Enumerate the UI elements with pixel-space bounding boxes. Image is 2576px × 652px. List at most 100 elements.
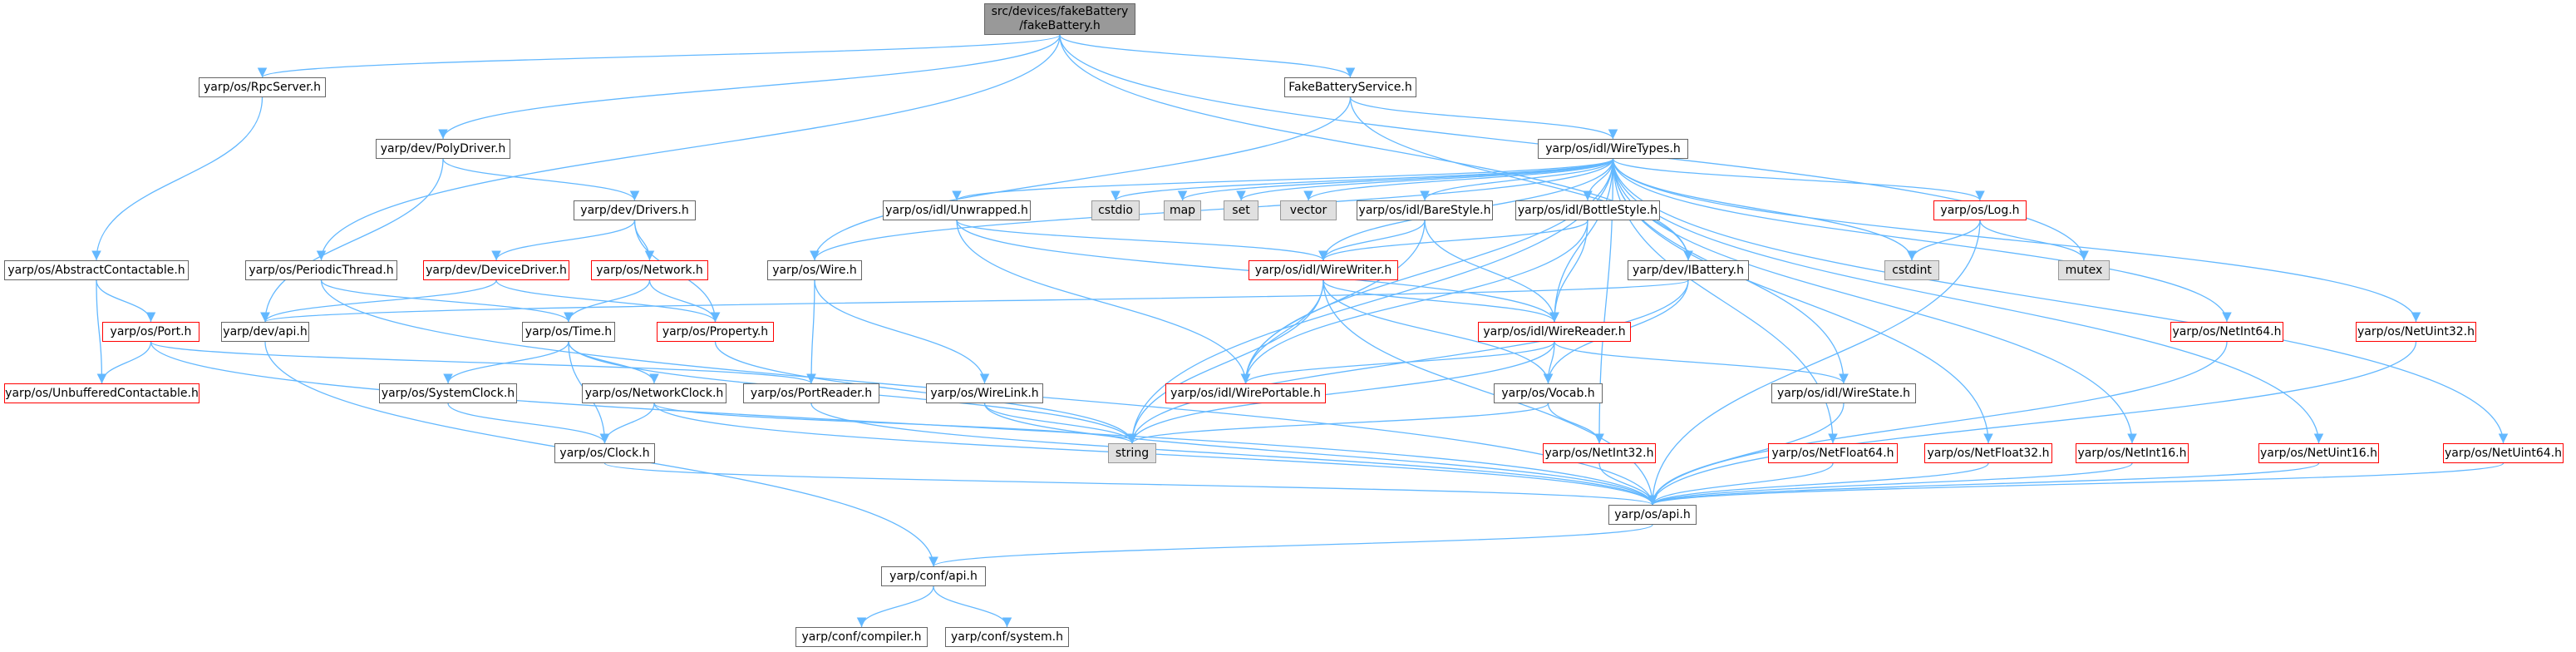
node-label: yarp/conf/api.h bbox=[889, 569, 978, 583]
edge-wiretypes-to-set bbox=[1236, 158, 1614, 201]
node-string: string bbox=[1108, 443, 1156, 463]
node-network[interactable]: yarp/os/Network.h bbox=[591, 260, 708, 280]
node-label: vector bbox=[1289, 203, 1327, 217]
edge-wirelink-to-string bbox=[983, 403, 1137, 444]
edge-wirestate-to-osapi bbox=[1648, 403, 1845, 506]
node-unwrapped[interactable]: yarp/os/idl/Unwrapped.h bbox=[883, 200, 1031, 220]
node-periodic[interactable]: yarp/os/PeriodicThread.h bbox=[245, 260, 397, 280]
node-label: yarp/os/PortReader.h bbox=[750, 386, 873, 400]
node-label: yarp/os/Vocab.h bbox=[1501, 386, 1595, 400]
node-label: yarp/os/Clock.h bbox=[559, 446, 650, 460]
node-vector: vector bbox=[1280, 200, 1337, 220]
node-clock[interactable]: yarp/os/Clock.h bbox=[554, 443, 655, 463]
node-mutex: mutex bbox=[2058, 260, 2110, 280]
node-wirereader[interactable]: yarp/os/idl/WireReader.h bbox=[1478, 322, 1631, 342]
node-label: yarp/os/PeriodicThread.h bbox=[249, 263, 394, 277]
edge-wiretypes-to-cstdio bbox=[1111, 158, 1614, 201]
node-label: yarp/conf/system.h bbox=[951, 630, 1063, 644]
edge-wirewriter-to-osapi bbox=[1322, 279, 1657, 506]
node-label: yarp/dev/DeviceDriver.h bbox=[426, 263, 567, 277]
node-log[interactable]: yarp/os/Log.h bbox=[1933, 200, 2027, 220]
edge-barestyle-to-wireportable bbox=[1240, 220, 1426, 384]
edge-osapi-to-confapi bbox=[928, 524, 1653, 567]
node-netint64[interactable]: yarp/os/NetInt64.h bbox=[2170, 322, 2283, 342]
edge-devicedriver-to-devapi bbox=[260, 279, 497, 323]
node-devicedriver[interactable]: yarp/dev/DeviceDriver.h bbox=[423, 260, 569, 280]
edge-wiretypes-to-netuint64 bbox=[1612, 158, 2509, 444]
node-confapi[interactable]: yarp/conf/api.h bbox=[881, 566, 986, 586]
node-abscontact[interactable]: yarp/os/AbstractContactable.h bbox=[4, 260, 189, 280]
edge-systemclock-to-clock bbox=[447, 403, 610, 444]
node-port[interactable]: yarp/os/Port.h bbox=[102, 322, 199, 342]
node-unbuffered[interactable]: yarp/os/UnbufferedContactable.h bbox=[4, 383, 199, 403]
node-wire[interactable]: yarp/os/Wire.h bbox=[767, 260, 862, 280]
node-label: yarp/os/Log.h bbox=[1940, 203, 2020, 217]
node-fbservice[interactable]: FakeBatteryService.h bbox=[1284, 77, 1416, 97]
node-polydriver[interactable]: yarp/dev/PolyDriver.h bbox=[376, 139, 510, 159]
edge-rpcserver-to-abscontact bbox=[91, 96, 264, 261]
node-label: src/devices/fakeBattery bbox=[991, 5, 1129, 18]
node-netfloat64[interactable]: yarp/os/NetFloat64.h bbox=[1768, 443, 1898, 463]
node-drivers[interactable]: yarp/dev/Drivers.h bbox=[574, 200, 696, 220]
node-compiler[interactable]: yarp/conf/compiler.h bbox=[795, 627, 928, 647]
node-portreader[interactable]: yarp/os/PortReader.h bbox=[743, 383, 879, 403]
node-label: yarp/os/AbstractContactable.h bbox=[7, 263, 185, 277]
node-wirelink[interactable]: yarp/os/WireLink.h bbox=[926, 383, 1043, 403]
edge-netuint32-to-osapi bbox=[1648, 341, 2417, 506]
edge-fbservice-to-wiretypes bbox=[1349, 96, 1618, 140]
node-label: yarp/os/idl/BareStyle.h bbox=[1358, 203, 1491, 217]
edge-wirewriter-to-vocab bbox=[1322, 279, 1554, 384]
node-root: src/devices/fakeBattery/fakeBattery.h bbox=[984, 3, 1135, 35]
edge-netint16-to-osapi bbox=[1648, 462, 2133, 506]
node-wirewriter[interactable]: yarp/os/idl/WireWriter.h bbox=[1249, 260, 1398, 280]
node-wirestate[interactable]: yarp/os/idl/WireState.h bbox=[1771, 383, 1916, 403]
node-netfloat32[interactable]: yarp/os/NetFloat32.h bbox=[1924, 443, 2052, 463]
edge-netuint64-to-osapi bbox=[1648, 462, 2505, 506]
node-cstdio: cstdio bbox=[1091, 200, 1140, 220]
edge-wiretypes-to-wirereader bbox=[1549, 158, 1614, 323]
node-label: yarp/os/WireLink.h bbox=[930, 386, 1039, 400]
node-wiretypes[interactable]: yarp/os/idl/WireTypes.h bbox=[1538, 139, 1688, 159]
node-label: string bbox=[1115, 446, 1150, 460]
node-label: yarp/os/UnbufferedContactable.h bbox=[5, 386, 199, 400]
node-rpcserver[interactable]: yarp/os/RpcServer.h bbox=[199, 77, 326, 97]
node-label: yarp/conf/compiler.h bbox=[801, 630, 922, 644]
node-networkclock[interactable]: yarp/os/NetworkClock.h bbox=[582, 383, 727, 403]
node-label: yarp/dev/IBattery.h bbox=[1633, 263, 1744, 277]
node-label: yarp/os/Property.h bbox=[662, 324, 769, 338]
node-vocab[interactable]: yarp/os/Vocab.h bbox=[1494, 383, 1603, 403]
edge-vocab-to-netint32 bbox=[1547, 403, 1604, 444]
edge-periodic-to-time bbox=[320, 279, 574, 323]
node-systemclock[interactable]: yarp/os/SystemClock.h bbox=[379, 383, 517, 403]
node-netint32[interactable]: yarp/os/NetInt32.h bbox=[1543, 443, 1656, 463]
node-netuint64[interactable]: yarp/os/NetUint64.h bbox=[2443, 443, 2564, 463]
node-barestyle[interactable]: yarp/os/idl/BareStyle.h bbox=[1357, 200, 1493, 220]
edge-network-to-property bbox=[648, 279, 721, 323]
edge-wirereader-to-wirestate bbox=[1554, 341, 1849, 384]
node-label: yarp/os/api.h bbox=[1614, 507, 1691, 521]
node-label: yarp/os/idl/WireState.h bbox=[1776, 386, 1911, 400]
edge-confapi-to-compiler bbox=[856, 585, 934, 628]
node-netuint32[interactable]: yarp/os/NetUint32.h bbox=[2356, 322, 2476, 342]
node-time[interactable]: yarp/os/Time.h bbox=[522, 322, 615, 342]
node-netint16[interactable]: yarp/os/NetInt16.h bbox=[2076, 443, 2189, 463]
edge-netuint16-to-osapi bbox=[1648, 462, 2320, 506]
node-osapi[interactable]: yarp/os/api.h bbox=[1608, 505, 1697, 525]
edge-abscontact-to-port bbox=[96, 279, 156, 323]
node-label: yarp/os/Network.h bbox=[596, 263, 703, 277]
edge-wiretypes-to-unwrapped bbox=[952, 158, 1614, 201]
edge-networkclock-to-clock bbox=[599, 403, 655, 444]
node-wireportable[interactable]: yarp/os/idl/WirePortable.h bbox=[1165, 383, 1326, 403]
edge-time-to-systemclock bbox=[443, 341, 569, 384]
node-system[interactable]: yarp/conf/system.h bbox=[945, 627, 1069, 647]
node-devapi[interactable]: yarp/dev/api.h bbox=[221, 322, 309, 342]
edge-drivers-to-devicedriver bbox=[491, 220, 636, 261]
node-netuint16[interactable]: yarp/os/NetUint16.h bbox=[2258, 443, 2379, 463]
edge-portreader-to-osapi bbox=[810, 403, 1657, 506]
node-label: yarp/os/idl/WireTypes.h bbox=[1545, 141, 1681, 156]
node-label: yarp/dev/api.h bbox=[223, 324, 308, 338]
node-bottlestyle[interactable]: yarp/os/idl/BottleStyle.h bbox=[1515, 200, 1660, 220]
node-property[interactable]: yarp/os/Property.h bbox=[657, 322, 774, 342]
node-ibattery[interactable]: yarp/dev/IBattery.h bbox=[1628, 260, 1749, 280]
edge-log-to-mutex bbox=[1979, 220, 2089, 261]
